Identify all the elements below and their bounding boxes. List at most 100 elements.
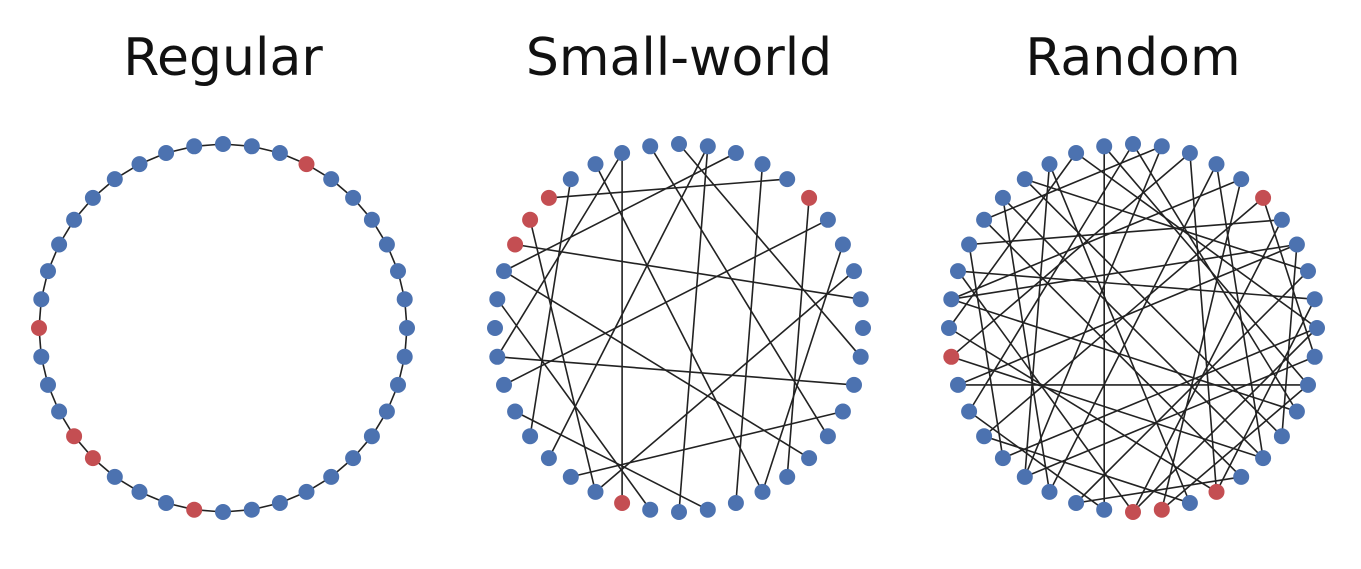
node [852,348,869,365]
node [994,189,1011,206]
edge [950,152,1191,358]
node [131,483,148,500]
node [243,501,260,518]
node [33,348,50,365]
highlighted-node [298,156,315,173]
node [345,189,362,206]
node [243,138,260,155]
highlighted-node [1208,483,1225,500]
node [801,450,818,467]
node [727,145,744,161]
node [323,171,340,188]
node [40,376,56,393]
node [1288,403,1305,420]
node [158,495,175,511]
edge [948,152,1077,329]
node [1255,450,1272,467]
edge [951,298,1298,413]
edge [548,145,709,459]
node [943,291,960,308]
edge [983,197,1264,437]
panel-regular: Regular [13,0,433,569]
node [215,504,231,520]
node [1068,145,1085,161]
highlighted-node [1255,189,1272,206]
node [614,145,631,161]
edge [735,164,764,504]
node [271,495,288,511]
edge [529,219,597,493]
panel-title-regular: Regular [123,28,323,88]
node [1288,236,1305,253]
node [363,211,380,228]
highlighted-node [540,189,557,206]
node [84,189,101,206]
node [976,428,993,445]
node [1041,156,1058,173]
highlighted-node [522,211,539,228]
edge [1024,356,1316,478]
nodes [31,136,415,520]
node [834,236,851,253]
node [487,320,503,336]
node [1309,320,1325,336]
node [779,468,796,485]
edge [514,410,709,511]
node [390,376,406,393]
edge [1132,327,1318,513]
node [852,291,869,308]
node [186,138,203,155]
node [271,145,288,161]
node [396,291,413,308]
node [298,483,315,500]
node [1016,468,1033,485]
node [33,291,50,308]
graph-random [941,136,1325,520]
panel-random: Random [923,0,1343,569]
edge [983,219,1242,478]
edge [1024,164,1051,477]
edge [1024,178,1309,272]
highlighted-node [31,320,47,336]
node [846,376,862,393]
edge [496,298,651,511]
node [587,483,604,500]
node [642,501,659,518]
edge [1048,163,1191,504]
node [215,136,231,152]
node [1273,428,1290,445]
edge [649,145,829,437]
node [1016,171,1033,188]
node [819,428,836,445]
edge [1132,143,1298,412]
edge [948,327,1217,493]
node [378,403,395,420]
highlighted-node [943,348,960,365]
node [834,403,851,420]
highlighted-node [614,495,631,511]
panel-title-random: Random [1025,28,1241,88]
node [106,468,123,485]
node [40,263,56,280]
edge [503,270,810,459]
node [587,156,604,173]
edge [968,410,1105,511]
node [562,171,579,188]
edge [1262,197,1316,358]
node [323,468,340,485]
node [399,320,415,336]
node [1208,156,1225,173]
edge [951,356,1264,459]
node [727,495,744,511]
node [1300,376,1316,393]
node [1096,501,1113,518]
node [158,145,175,161]
highlighted-node [801,189,818,206]
edge [1132,219,1283,513]
node [950,263,966,280]
node [754,483,771,500]
edge [1189,152,1218,492]
node [941,320,957,336]
edge [496,152,623,358]
node [1181,495,1198,511]
